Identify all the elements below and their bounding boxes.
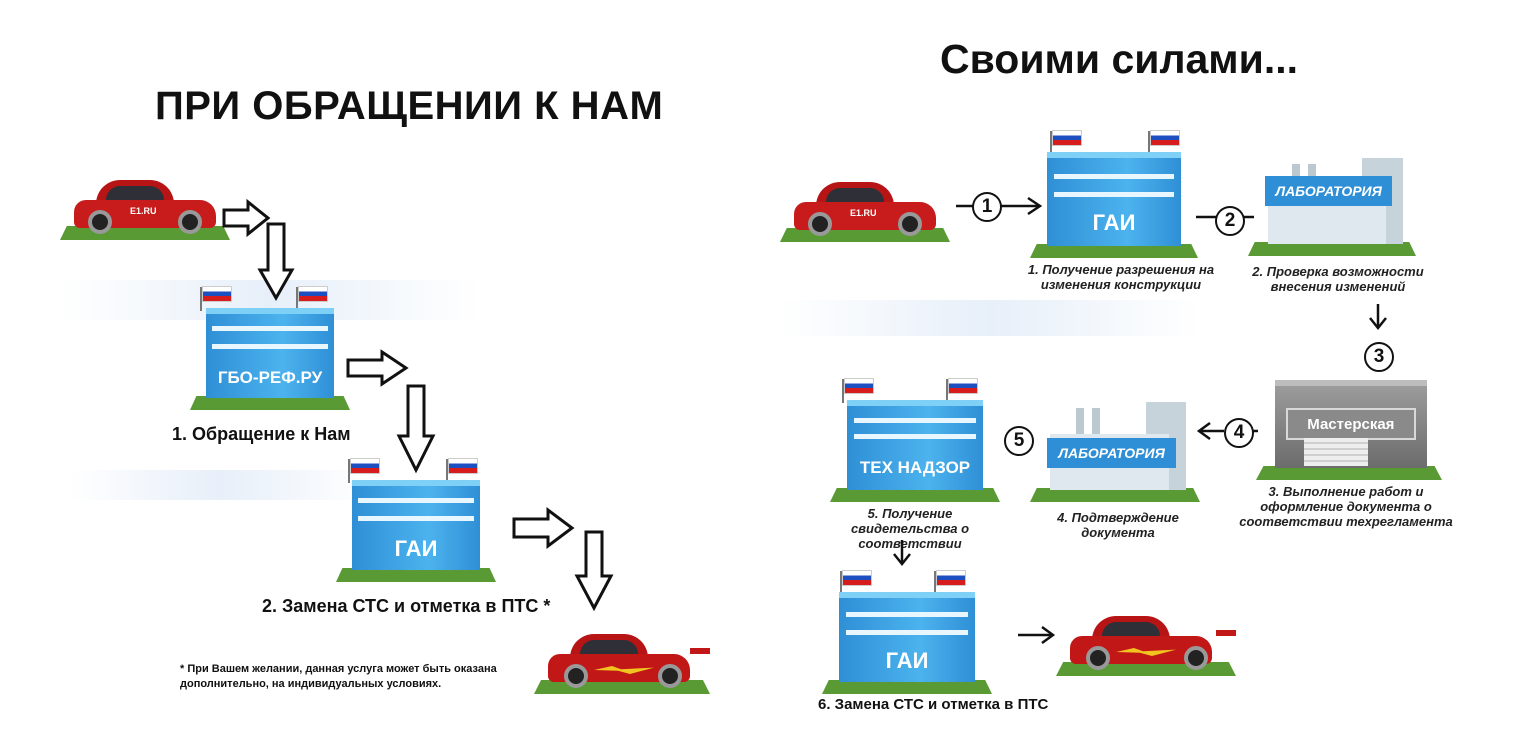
step-number-1: 1 <box>972 192 1002 222</box>
step2-caption: 2. Замена СТС и отметка в ПТС * <box>262 596 551 616</box>
gai-label: ГАИ <box>1092 210 1136 235</box>
step5-caption-right: 5. Получение свидетельства о соответстви… <box>850 506 970 551</box>
russian-flag-icon <box>446 458 478 483</box>
office-label: ГБО-РЕФ.РУ <box>217 368 323 387</box>
arrow-step3 <box>1369 304 1387 331</box>
russian-flag-icon <box>842 378 874 403</box>
arrow-final <box>1018 625 1056 645</box>
arrow-down-1 <box>257 222 295 302</box>
arrow-down-3 <box>574 530 614 612</box>
footnote: * При Вашем желании, данная услуга может… <box>180 663 497 690</box>
workshop-building: Мастерская <box>1256 374 1442 480</box>
russian-flag-icon <box>1050 130 1082 155</box>
arrow-step6 <box>893 540 911 567</box>
car-start-right: E1.RU <box>780 170 950 242</box>
step6-caption-right: 6. Замена СТС и отметка в ПТС <box>818 696 1049 713</box>
car-plate: E1.RU <box>130 206 157 216</box>
step2-caption-right: 2. Проверка возможности внесения изменен… <box>1252 264 1424 294</box>
step1-caption: 1. Обращение к Нам <box>172 424 351 444</box>
laboratory-top: ЛАБОРАТОРИЯ <box>1248 146 1416 256</box>
step4-caption-right: 4. Подтверждение документа <box>1057 510 1179 540</box>
arrow-down-2 <box>396 384 436 474</box>
russian-flag-icon <box>200 286 232 311</box>
car-tuned-left <box>534 622 710 694</box>
car-tuned-right <box>1056 604 1236 676</box>
russian-flag-icon <box>1148 130 1180 155</box>
step3-caption-right: 3. Выполнение работ и оформление докумен… <box>1239 484 1453 529</box>
laboratory-middle: ЛАБОРАТОРИЯ <box>1030 390 1200 502</box>
right-title: Своими силами... <box>940 36 1299 82</box>
office-building: ГБО-РЕФ.РУ <box>190 286 350 410</box>
arrow-right-1 <box>222 198 271 238</box>
background-streak <box>780 300 1200 336</box>
lab-sign: ЛАБОРАТОРИЯ <box>1047 438 1177 468</box>
lab-sign: ЛАБОРАТОРИЯ <box>1264 176 1393 206</box>
background-streak <box>70 470 370 500</box>
workshop-sign: Мастерская <box>1285 408 1416 440</box>
tech-nadzor-label: ТЕХ НАДЗОР <box>859 458 971 477</box>
russian-flag-icon <box>296 286 328 311</box>
gai-building-left: ГАИ <box>336 458 496 582</box>
russian-flag-icon <box>348 458 380 483</box>
step-number-4: 4 <box>1224 418 1254 448</box>
step1-caption-right: 1. Получение разрешения на изменения кон… <box>1027 262 1215 292</box>
russian-flag-icon <box>840 570 872 595</box>
car-plate: E1.RU <box>850 208 877 218</box>
step-number-2: 2 <box>1215 206 1245 236</box>
arrow-right-3 <box>512 507 575 549</box>
car-start: E1.RU <box>60 168 230 240</box>
arrow-right-2 <box>346 349 409 387</box>
step-number-5: 5 <box>1004 426 1034 456</box>
left-title: ПРИ ОБРАЩЕНИИ К НАМ <box>155 84 664 128</box>
tech-nadzor-building: ТЕХ НАДЗОР <box>830 378 1000 502</box>
step-number-3: 3 <box>1364 342 1394 372</box>
russian-flag-icon <box>946 378 978 403</box>
gai-building-right: ГАИ <box>1030 130 1198 258</box>
russian-flag-icon <box>934 570 966 595</box>
gai-label: ГАИ <box>394 536 438 561</box>
gai-label: ГАИ <box>885 648 929 673</box>
gai-building-bottom: ГАИ <box>822 570 992 694</box>
